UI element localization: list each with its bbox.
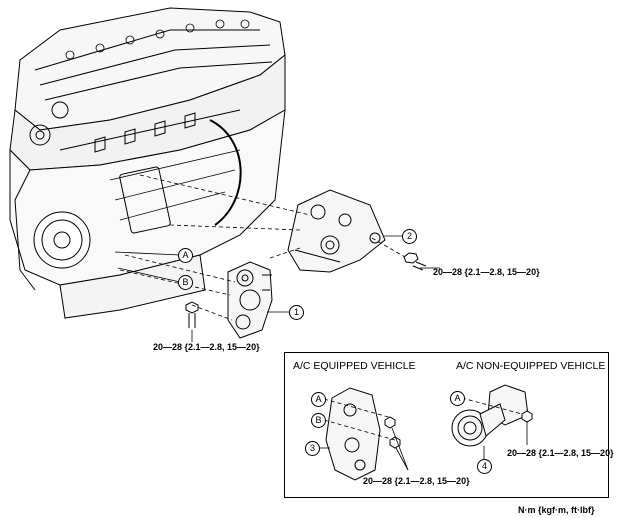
inset-ac-non-equipped-leaders (461, 397, 528, 460)
callout-part-2: 2 (402, 229, 417, 244)
inset-torque-spec-ac-non-equipped: 20—28 {2.1—2.8, 15—20} (507, 448, 614, 458)
inset-callout-part-3: 3 (305, 441, 320, 456)
inset-callout-ref-a-equipped: A (311, 392, 326, 407)
units-label: N·m {kgf·m, ft·lbf} (518, 505, 595, 515)
inset-title-ac-non-equipped: A/C NON-EQUIPPED VEHICLE (456, 360, 606, 372)
inset-ac-equipped-leaders (318, 398, 409, 471)
torque-spec-bracket: 20—28 {2.1—2.8, 15—20} (433, 267, 540, 277)
callout-part-1: 1 (289, 305, 304, 320)
inset-callout-ref-a-non-equipped: A (450, 391, 465, 406)
inset-callout-part-4: 4 (477, 459, 492, 474)
callout-ref-a: A (178, 248, 193, 263)
bolt-icons (185, 252, 427, 328)
vehicle-variant-inset (284, 352, 609, 498)
engine-illustration (9, 7, 286, 319)
ac-compressor-bracket (287, 189, 386, 273)
inset-ac-non-equipped-tensioner (451, 384, 533, 447)
leader-lines (114, 235, 440, 342)
inset-title-ac-equipped: A/C EQUIPPED VEHICLE (293, 360, 416, 372)
torque-spec-tensioner: 20—28 {2.1—2.8, 15—20} (153, 342, 260, 352)
alignment-lines (119, 174, 406, 321)
drive-belt-auto-tensioner (227, 261, 273, 339)
callout-ref-b: B (178, 275, 193, 290)
inset-callout-ref-b-equipped: B (311, 413, 326, 428)
inset-torque-spec-ac-equipped: 20—28 {2.1—2.8, 15—20} (363, 476, 470, 486)
